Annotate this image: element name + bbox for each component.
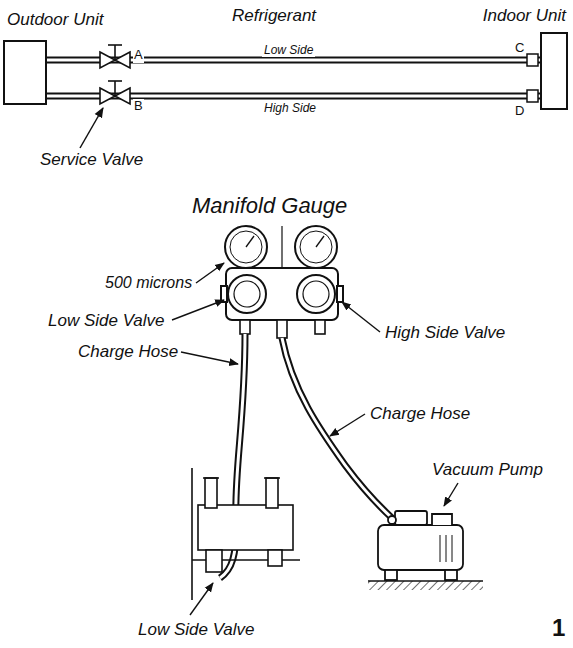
manifold-port <box>240 320 325 338</box>
leader-line <box>172 263 458 615</box>
pipe-label: Low Side <box>262 43 315 57</box>
vacuum-pump <box>378 511 463 580</box>
part-label: Vacuum Pump <box>432 460 543 480</box>
page-number: 1 <box>552 614 565 642</box>
manifold-knob <box>221 275 343 313</box>
unit-heading: Outdoor Unit <box>7 10 103 30</box>
service-valve-high <box>100 81 130 104</box>
part-label: Charge Hose <box>78 342 178 362</box>
unit-heading: Indoor Unit <box>483 6 566 26</box>
manifold-body <box>226 268 338 320</box>
pipe-fitting <box>527 90 538 102</box>
pipe-label: High Side <box>262 101 318 115</box>
hanger-hook <box>281 226 282 268</box>
outdoor-unit-panel <box>192 468 300 600</box>
unit-box: Outdoor Unit <box>3 40 47 105</box>
point-letter: A <box>133 48 144 63</box>
part-label: Low Side Valve <box>138 620 255 640</box>
point-letter: B <box>133 99 144 114</box>
part-label: Refrigerant <box>232 6 316 26</box>
point-letter: D <box>514 104 525 119</box>
pipe-fitting <box>527 54 538 66</box>
part-label: Charge Hose <box>370 404 470 424</box>
unit-box: Indoor Unit <box>540 32 568 110</box>
gauge-dial <box>225 226 337 268</box>
leader-line <box>80 108 103 148</box>
point-letter: C <box>514 41 525 56</box>
part-label: Low Side Valve <box>48 311 165 331</box>
part-label: Manifold Gauge <box>192 193 347 218</box>
part-label: 500 microns <box>105 274 192 292</box>
service-valve-low <box>100 45 130 68</box>
ground-line <box>368 580 483 582</box>
part-label: Service Valve <box>40 150 143 170</box>
ground-hatch <box>368 581 483 590</box>
part-label: High Side Valve <box>385 323 505 343</box>
